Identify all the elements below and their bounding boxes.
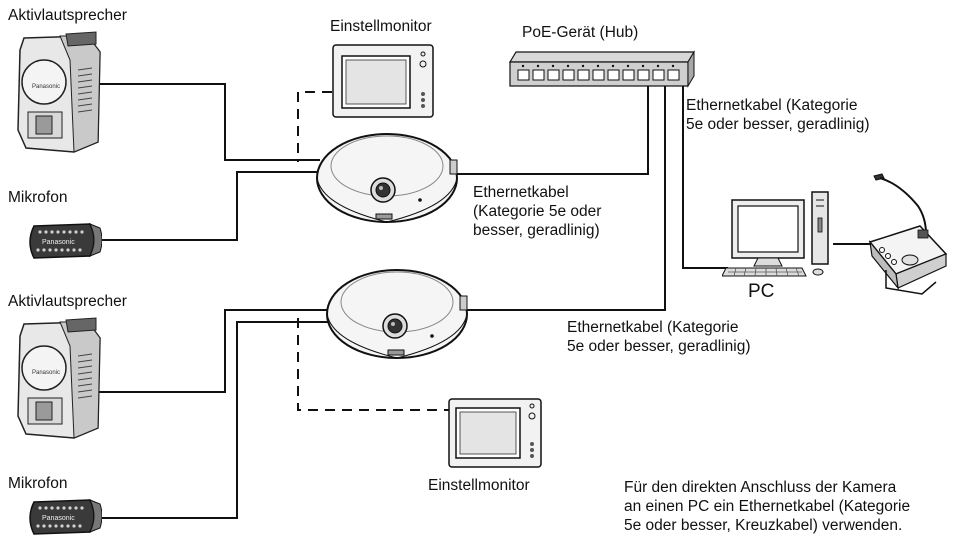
mic-cable-2 (98, 321, 328, 519)
monitor-cable-top (297, 91, 332, 162)
dome-camera-icon (316, 133, 458, 223)
microphone-icon: Panasonic (29, 499, 102, 535)
ethernet-cable-pc (682, 82, 728, 269)
monitor-label: Einstellmonitor (428, 477, 530, 494)
cable-label-camera-1: Ethernetkabel (Kategorie 5e oder besser,… (473, 184, 602, 239)
ethernet-cable-camera-1 (455, 82, 649, 175)
setup-monitor-icon (448, 398, 542, 468)
cable-label-hub: Ethernetkabel (Kategorie 5e oder besser,… (686, 97, 870, 133)
poe-hub-icon (508, 50, 696, 88)
desk-microphone-icon (868, 173, 948, 295)
pc-label: PC (748, 281, 775, 302)
ethernet-cable-camera-2 (460, 82, 666, 311)
cable-label-camera-2: Ethernetkabel (Kategorie 5e oder besser,… (567, 319, 751, 355)
monitor-cable-bottom (297, 318, 450, 411)
speaker-cable-1 (98, 83, 320, 161)
microphone-label: Mikrofon (8, 189, 68, 206)
active-speaker-icon: Panasonic (17, 317, 101, 439)
speaker-label: Aktivlautsprecher (8, 7, 127, 24)
hub-label: PoE-Gerät (Hub) (522, 24, 639, 41)
mic-cable-1 (98, 171, 320, 241)
svg-text:Panasonic: Panasonic (32, 84, 60, 90)
pc-icon (722, 191, 829, 277)
svg-text:Panasonic: Panasonic (42, 239, 75, 246)
speaker-label: Aktivlautsprecher (8, 293, 127, 310)
microphone-icon: Panasonic (29, 223, 102, 259)
setup-monitor-icon (332, 44, 434, 118)
dome-camera-icon (326, 269, 468, 359)
crossover-cable-note: Für den direkten Anschluss der Kamera an… (624, 479, 911, 534)
svg-text:Panasonic: Panasonic (42, 515, 75, 522)
active-speaker-icon: Panasonic (17, 31, 101, 153)
speaker-cable-2 (98, 309, 328, 393)
monitor-label: Einstellmonitor (330, 18, 432, 35)
svg-text:Panasonic: Panasonic (32, 370, 60, 376)
microphone-label: Mikrofon (8, 475, 68, 492)
